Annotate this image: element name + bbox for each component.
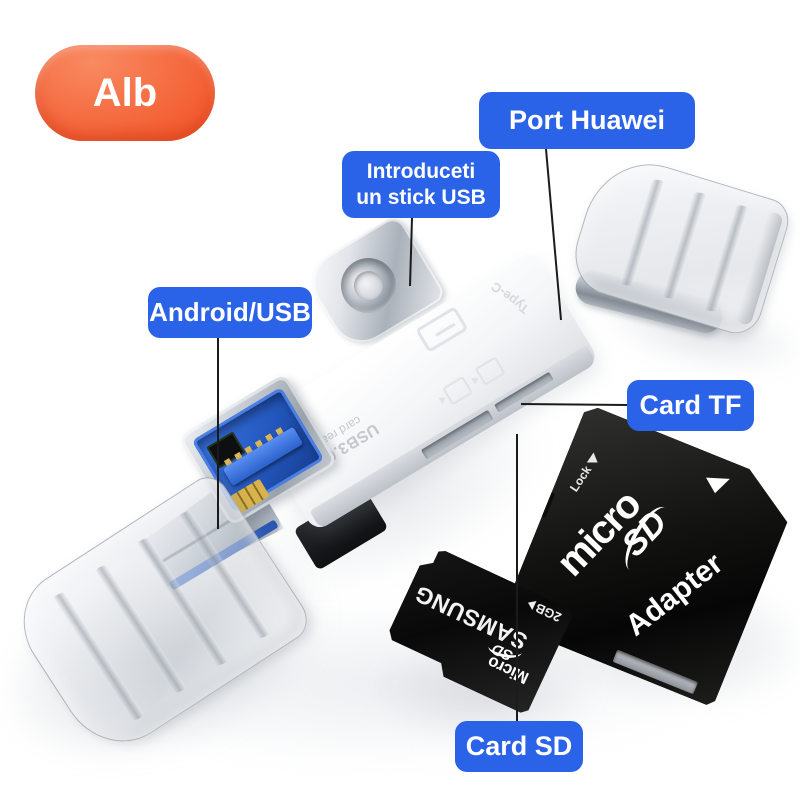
callout-usb-stick: Introduceti un stick USB (342, 151, 500, 218)
lock-label: Lock (567, 451, 603, 494)
callout-usb-stick-line1: Introduceti (366, 159, 476, 183)
callout-usb-stick-line2: un stick USB (356, 185, 486, 209)
callout-card-sd: Card SD (455, 721, 583, 772)
callout-port-huawei: Port Huawei (479, 92, 695, 149)
callout-card-tf: Card TF (627, 380, 754, 431)
lock-arrow-icon (586, 452, 600, 467)
usb-port-mark-icon (415, 306, 469, 353)
type-c-mark: Type-C (488, 279, 532, 317)
card-tf-line (520, 403, 628, 406)
lock-label-text: Lock (567, 463, 595, 495)
insert-arrow-icon (706, 468, 732, 494)
callout-android-usb: Android/USB (148, 287, 312, 338)
tf-card-slot (494, 371, 554, 413)
capacity-text: 2GB (533, 600, 564, 626)
cap-ridge (619, 178, 665, 287)
tf-mark-icon (442, 375, 474, 406)
lanyard-ring-hole (330, 247, 407, 324)
variant-badge: Alb (35, 45, 215, 141)
lock-switch-notch (538, 491, 555, 518)
cap-ridge (661, 191, 707, 300)
sd-mark-icon (474, 356, 506, 386)
samsung-micro-sd-logo: Micro SD (484, 641, 537, 686)
